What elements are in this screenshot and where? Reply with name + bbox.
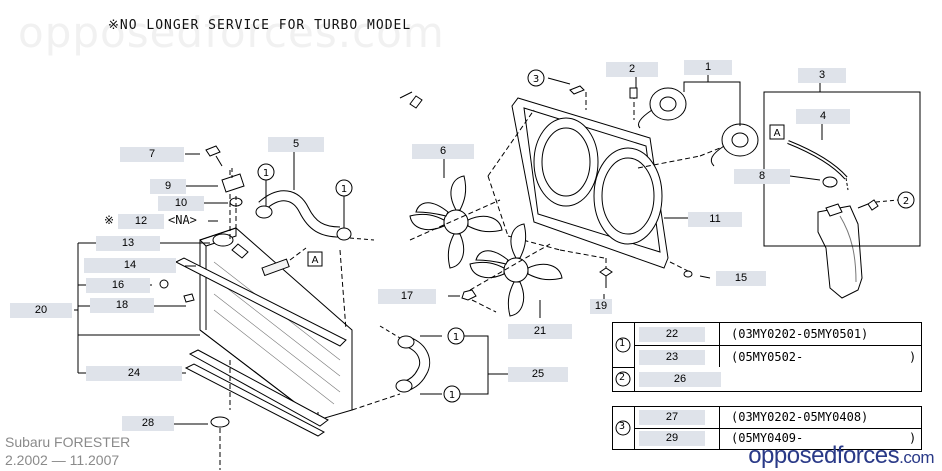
fan-motor-lower (721, 123, 759, 157)
callout-8[interactable]: 8 (734, 169, 790, 184)
lower-seal (188, 349, 329, 427)
callout-13[interactable]: 13 (96, 236, 160, 251)
brand-tld: .com (899, 448, 934, 467)
table-a-row2-range: (05MY0502- (731, 350, 804, 364)
upper-seal (174, 257, 347, 347)
callout-6[interactable]: 6 (412, 144, 474, 159)
turbo-notice: ※NO LONGER SERVICE FOR TURBO MODEL (108, 18, 412, 33)
cooling-fan-right (469, 223, 563, 317)
cooling-fan-left (409, 175, 503, 269)
radiator-cap (212, 233, 234, 247)
callout-9[interactable]: 9 (150, 179, 186, 194)
brand-name: opposedforces (748, 442, 900, 469)
ref-a-radiator: A (312, 255, 319, 266)
vehicle-info: Subaru FORESTER 2.2002 — 11.2007 (5, 433, 130, 469)
callout-29[interactable]: 29 (639, 431, 705, 446)
callout-12[interactable]: 12 (118, 214, 164, 229)
callout-5[interactable]: 5 (268, 137, 324, 152)
callout-23[interactable]: 23 (639, 350, 705, 365)
callout-1[interactable]: 1 (684, 60, 732, 75)
bracket-9 (221, 173, 245, 193)
callout-21[interactable]: 21 (508, 324, 572, 339)
marker-2-tank: 2 (903, 196, 909, 207)
callout-24[interactable]: 24 (86, 366, 182, 381)
callout-4[interactable]: 4 (796, 109, 850, 124)
callout-3[interactable]: 3 (798, 68, 846, 83)
group-1-marker (615, 337, 631, 387)
radiator-mount-cushion (210, 416, 230, 428)
callout-18[interactable]: 18 (90, 298, 154, 313)
callout-28[interactable]: 28 (122, 416, 174, 431)
table-b-group-3: 3 (619, 421, 626, 432)
watermark: opposedforces.com (18, 8, 445, 57)
callout-27[interactable]: 27 (639, 410, 705, 425)
marker-1-lower-hose-bottom: 1 (449, 390, 455, 401)
callout-12-mark: ※ (104, 213, 115, 227)
table-b-row1-range: (03MY0202-05MY0408) (731, 410, 869, 424)
table-a-row1-range: (03MY0202-05MY0501) (731, 327, 869, 341)
marker-1-upper-hose-right: 1 (341, 184, 347, 195)
callout-25[interactable]: 25 (508, 367, 568, 382)
table-a-row2-close: ) (909, 350, 917, 364)
variant-table-hose-clips: 1 2 22 (03MY0202-05MY0501) 23 (05MY0502-… (612, 322, 922, 392)
vehicle-model: Subaru FORESTER (5, 434, 131, 450)
callout-19[interactable]: 19 (590, 299, 612, 314)
marker-1-upper-hose-left: 1 (263, 168, 269, 179)
reserve-tank (817, 205, 863, 299)
marker-1-lower-hose-top: 1 (453, 332, 459, 343)
vehicle-years: 2.2002 — 11.2007 (5, 452, 120, 468)
callout-10[interactable]: 10 (158, 196, 204, 211)
group-3-marker (615, 420, 631, 436)
table-a-group-1: 1 (619, 338, 626, 349)
ref-a-tank: A (774, 128, 781, 139)
callout-2[interactable]: 2 (606, 62, 658, 77)
variant-table-bolts: 3 27 (03MY0202-05MY0408) 29 (05MY0409- ) (612, 406, 922, 450)
callout-26[interactable]: 26 (639, 372, 721, 387)
callout-20[interactable]: 20 (10, 303, 72, 318)
callout-17[interactable]: 17 (378, 289, 436, 304)
brand-logo[interactable]: opposedforces.com (748, 442, 934, 470)
callout-7[interactable]: 7 (120, 147, 184, 162)
callout-15[interactable]: 15 (716, 271, 766, 286)
callout-14[interactable]: 14 (84, 258, 176, 273)
radiator-core (199, 227, 353, 421)
callout-12-na: <NA> (168, 213, 197, 227)
table-b-row2-range: (05MY0409- (731, 431, 804, 445)
callout-22[interactable]: 22 (639, 327, 705, 342)
callout-11[interactable]: 11 (688, 212, 742, 227)
fan-motor-upper (649, 87, 687, 121)
bolt-7 (205, 145, 221, 157)
callout-16[interactable]: 16 (86, 278, 150, 293)
marker-3-shroud: 3 (533, 74, 539, 85)
table-a-group-2: 2 (619, 372, 626, 383)
table-b-row2-close: ) (909, 431, 917, 445)
